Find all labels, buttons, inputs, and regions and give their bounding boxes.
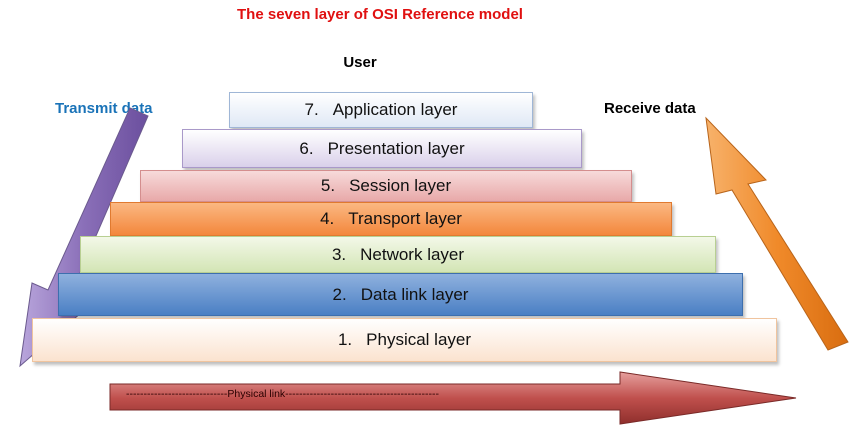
layer-name: Physical layer xyxy=(366,330,472,349)
layer-number: 1. xyxy=(337,330,353,349)
layer-name: Session layer xyxy=(349,176,452,195)
layer-physical: 1. Physical layer xyxy=(32,318,777,362)
layer-number: 2. xyxy=(332,284,347,304)
layer-application: 7. Application layer xyxy=(229,92,533,128)
layer-number: 4. xyxy=(320,209,335,228)
user-label: User xyxy=(343,54,377,71)
layer-number: 7. xyxy=(304,100,319,119)
layer-transport: 4. Transport layer xyxy=(110,202,672,236)
layer-presentation: 6. Presentation layer xyxy=(182,129,582,168)
layer-number: 6. xyxy=(299,138,314,158)
receive-data-label: Receive data xyxy=(604,100,696,117)
layer-data-link: 2. Data link layer xyxy=(58,273,743,316)
layer-network: 3. Network layer xyxy=(80,236,716,273)
physical-link-label: -----------------------------Physical li… xyxy=(126,388,440,400)
layer-name: Application layer xyxy=(332,100,458,119)
layer-number: 3. xyxy=(331,244,347,264)
physical-link-arrow xyxy=(109,371,797,425)
layer-session: 5. Session layer xyxy=(140,170,632,202)
layer-number: 5. xyxy=(320,176,336,195)
layer-name: Data link layer xyxy=(360,284,469,304)
receive-arrow xyxy=(705,116,849,351)
diagram-title: The seven layer of OSI Reference model xyxy=(237,6,523,23)
layer-name: Presentation layer xyxy=(327,138,465,158)
layer-name: Network layer xyxy=(360,244,465,264)
layer-name: Transport layer xyxy=(348,209,462,228)
